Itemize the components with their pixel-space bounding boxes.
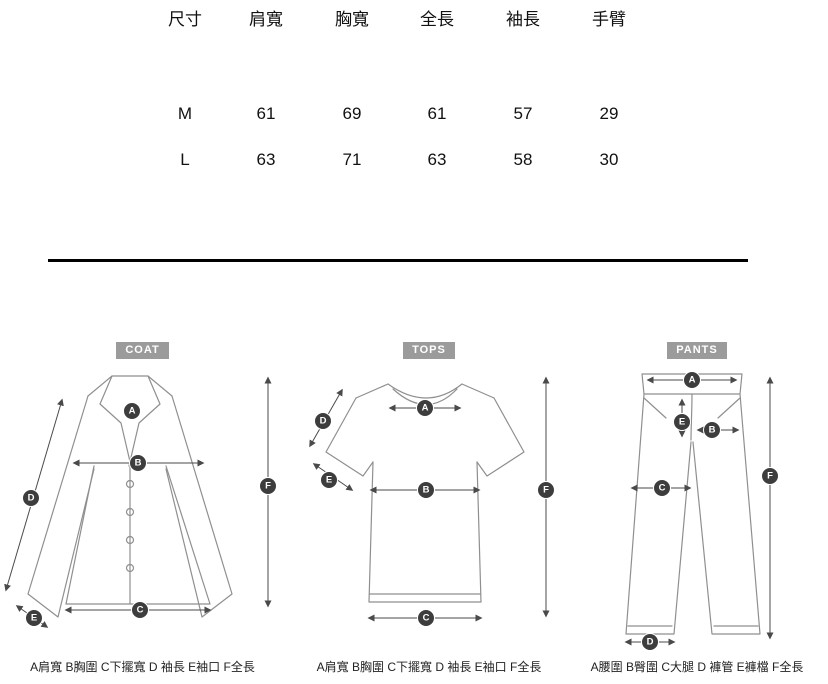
pants-label-badge: PANTS (667, 342, 727, 359)
size-cell-value: 63 (256, 150, 276, 169)
size-cell-value: 30 (599, 150, 619, 169)
size-row-m: M 61 69 61 57 29 (145, 102, 649, 126)
svg-text:A: A (422, 403, 429, 414)
coat-column: COAT (0, 340, 285, 684)
size-cell-value: 58 (513, 150, 533, 169)
svg-text:A: A (689, 375, 696, 386)
pants-marker-c: C (653, 479, 671, 497)
pants-marker-b: B (703, 421, 721, 439)
section-divider (48, 259, 748, 262)
tops-marker-e: E (320, 471, 338, 489)
svg-text:D: D (28, 493, 35, 504)
pants-marker-e: E (673, 413, 691, 431)
size-table: 尺寸 肩寬 胸寬 全長 袖長 手臂 M 61 69 61 57 29 L 63 … (145, 8, 649, 194)
coat-marker-f: F (259, 477, 277, 495)
size-cell-value: 29 (599, 104, 619, 123)
coat-label-badge: COAT (116, 342, 169, 359)
col-header-size: 尺寸 (168, 10, 202, 29)
coat-marker-c: C (131, 601, 149, 619)
pants-caption: A腰圍 B臀圍 C大腿 D 褲管 E褲檔 F全長 (590, 660, 804, 674)
col-header-arm: 手臂 (592, 10, 626, 29)
coat-marker-a: A (123, 402, 141, 420)
size-cell-value: 57 (513, 104, 533, 123)
pants-measure-lines (624, 376, 774, 646)
svg-text:E: E (326, 475, 332, 486)
tops-caption: A肩寬 B胸圍 C下擺寬 D 袖長 E袖口 F全長 (316, 660, 542, 674)
pants-marker-a: A (683, 371, 701, 389)
tops-marker-c: C (417, 609, 435, 627)
svg-text:B: B (709, 425, 716, 436)
col-header-chest-width: 胸寬 (335, 10, 369, 29)
size-cell-value: 69 (342, 104, 362, 123)
coat-marker-d: D (22, 489, 40, 507)
tops-label-badge: TOPS (403, 342, 455, 359)
svg-text:F: F (767, 471, 773, 482)
size-cell-value: 63 (427, 150, 447, 169)
size-table-header-row: 尺寸 肩寬 胸寬 全長 袖長 手臂 (145, 8, 649, 32)
svg-text:E: E (31, 613, 37, 624)
pants-marker-f: F (761, 467, 779, 485)
coat-diagram: A B C D E F (4, 375, 277, 628)
coat-marker-e: E (25, 609, 43, 627)
svg-text:A: A (129, 406, 136, 417)
svg-text:F: F (543, 485, 549, 496)
measurement-diagrams: COAT (0, 340, 828, 684)
size-cell-label: L (180, 150, 190, 169)
coat-caption: A肩寬 B胸圍 C下擺寬 D 袖長 E袖口 F全長 (30, 660, 255, 674)
svg-text:C: C (659, 483, 666, 494)
svg-text:D: D (320, 416, 327, 427)
tops-marker-f: F (537, 481, 555, 499)
svg-text:C: C (137, 605, 144, 616)
col-header-full-length: 全長 (420, 10, 454, 29)
svg-text:E: E (679, 417, 685, 428)
tops-marker-b: B (417, 481, 435, 499)
svg-text:B: B (135, 458, 142, 469)
svg-text:C: C (423, 613, 430, 624)
size-row-l: L 63 71 63 58 30 (145, 148, 649, 172)
tops-marker-a: A (416, 399, 434, 417)
col-header-sleeve-length: 袖長 (506, 10, 540, 29)
coat-marker-b: B (129, 454, 147, 472)
svg-text:F: F (265, 481, 271, 492)
size-cell-label: M (177, 104, 193, 123)
tops-marker-d: D (314, 412, 332, 430)
tops-column: TOPS (300, 340, 558, 684)
pants-column: PANTS (578, 340, 816, 684)
svg-text:D: D (647, 637, 654, 648)
pants-marker-d: D (641, 633, 659, 650)
col-header-shoulder-width: 肩寬 (249, 10, 283, 29)
pants-diagram: A E B C D F (624, 371, 779, 650)
size-cell-value: 71 (342, 150, 362, 169)
pants-outline (625, 373, 761, 635)
tops-diagram: A B C D E F (309, 376, 555, 627)
svg-text:B: B (423, 485, 430, 496)
size-cell-value: 61 (427, 104, 447, 123)
size-cell-value: 61 (256, 104, 276, 123)
